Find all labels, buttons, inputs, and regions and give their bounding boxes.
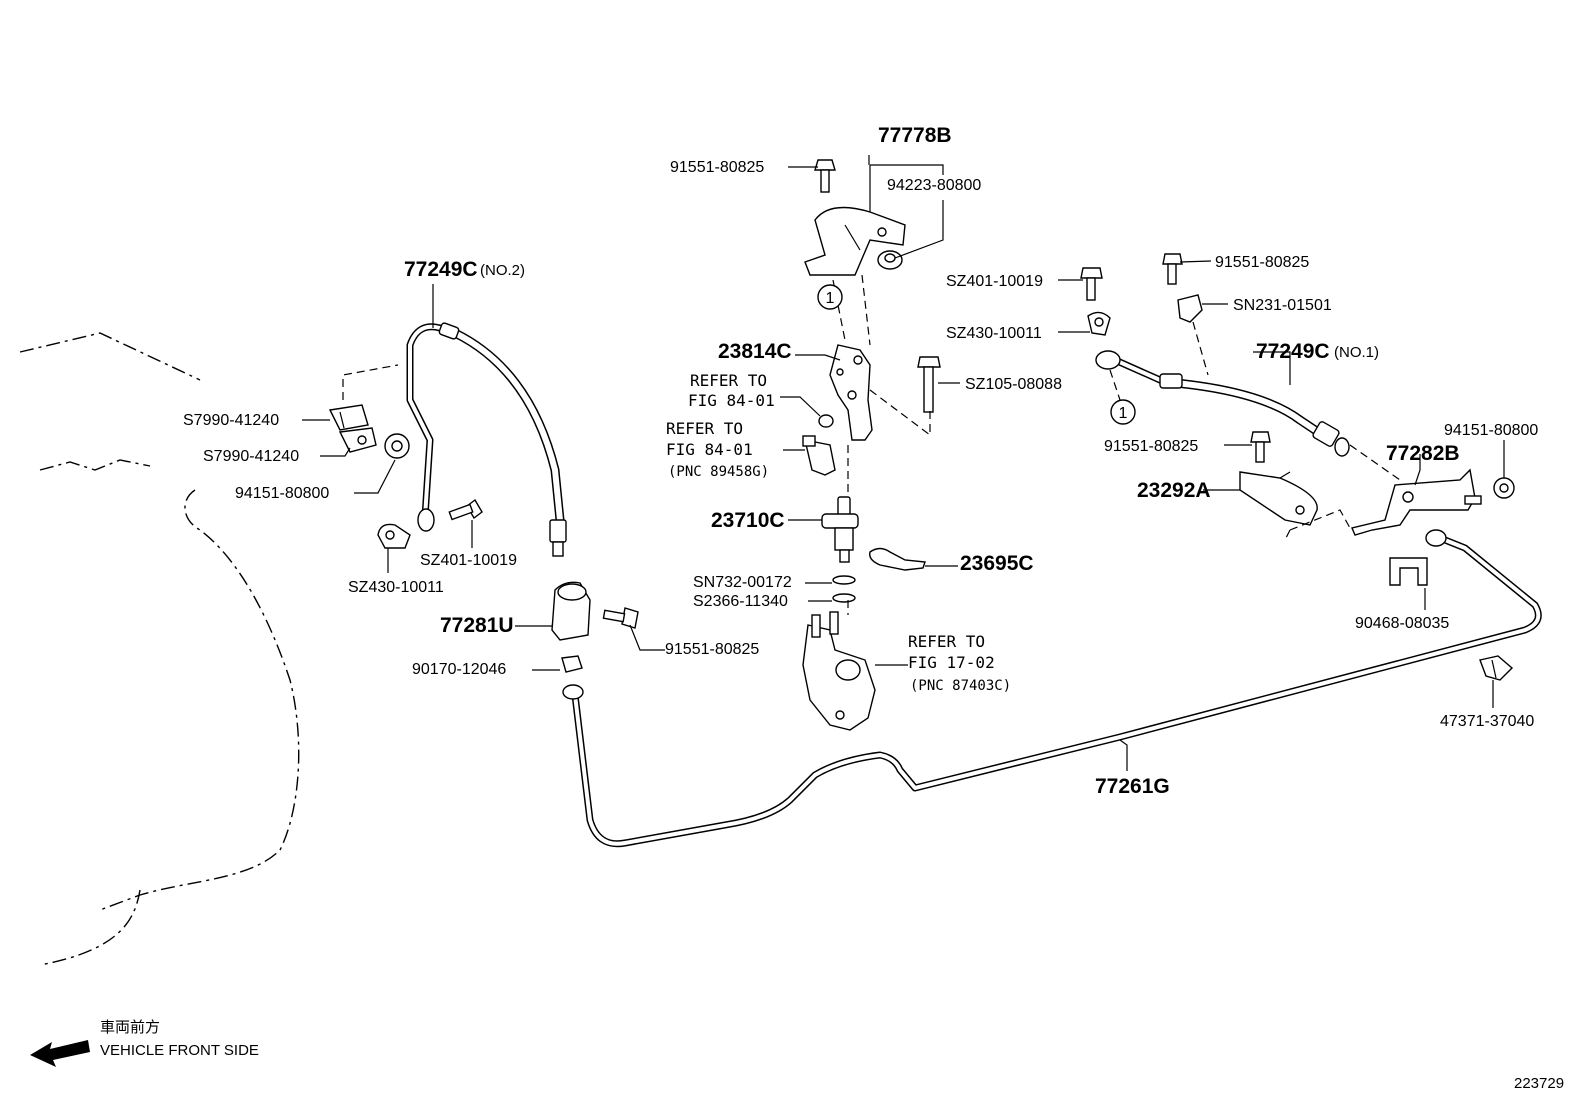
label-77778B: 77778B	[878, 124, 952, 147]
nut-94223-icon	[877, 250, 903, 270]
label-SZ401-left: SZ401-10019	[420, 552, 517, 569]
bolt-SZ105-icon	[917, 356, 941, 413]
svg-text:1: 1	[1119, 405, 1128, 422]
bolt-91551-mid-icon	[602, 607, 639, 629]
label-23695C: 23695C	[960, 552, 1034, 575]
label-23814C: 23814C	[718, 340, 792, 363]
label-77249C-no2: 77249C	[404, 258, 478, 281]
label-ref2-line2: FIG 84-01	[666, 440, 753, 459]
label-47371: 47371-37040	[1440, 713, 1534, 730]
nut-94151-left-icon	[384, 433, 410, 459]
label-SZ401-right: SZ401-10019	[946, 273, 1043, 290]
washer-SZ430-right-icon	[1087, 311, 1111, 336]
label-90170: 90170-12046	[412, 661, 506, 678]
direction-label-en: VEHICLE FRONT SIDE	[100, 1042, 259, 1059]
valve-23710C[interactable]	[821, 496, 859, 563]
label-ref2-pnc: (PNC 89458G)	[668, 464, 769, 480]
clamp-S7990-lower-icon	[338, 427, 377, 453]
label-23710C: 23710C	[711, 509, 785, 532]
label-94151-left: 94151-80800	[235, 485, 329, 502]
direction-label-jp: 車両前方	[100, 1019, 160, 1036]
label-SZ105: SZ105-08088	[965, 376, 1062, 393]
label-ref2-line1: REFER TO	[666, 419, 743, 438]
vehicle-body-outline	[19, 332, 300, 966]
label-SN231: SN231-01501	[1233, 297, 1332, 314]
tube-flare-nut-right	[1425, 529, 1447, 547]
vehicle-front-arrow-icon	[30, 1040, 90, 1067]
svg-text:1: 1	[826, 290, 835, 307]
label-94223: 94223-80800	[887, 177, 981, 194]
nut-90170-icon	[561, 655, 583, 673]
flexible-hose-77249C-no2[interactable]	[406, 322, 567, 557]
nut-94151-right-icon	[1493, 477, 1515, 499]
label-90468: 90468-08035	[1355, 615, 1449, 632]
grommet-icon	[818, 414, 834, 428]
label-no2: (NO.2)	[480, 262, 525, 279]
label-91551-mid: 91551-80825	[665, 641, 759, 658]
label-SZ430-right: SZ430-10011	[946, 325, 1042, 342]
label-91551-topright: 91551-80825	[1215, 254, 1309, 271]
label-S7990-b: S7990-41240	[203, 448, 299, 465]
label-77249C-no1: 77249C	[1256, 340, 1330, 363]
callout-circle-b: 1	[1110, 399, 1136, 425]
bolt-91551-top-icon	[814, 159, 836, 193]
leader-lines	[302, 155, 1505, 771]
label-94151-right: 94151-80800	[1444, 422, 1538, 439]
bracket-23814C[interactable]	[829, 344, 873, 441]
clamp-S7990-upper-icon	[328, 404, 369, 431]
washer-SZ430-left-icon	[377, 523, 411, 549]
label-no1: (NO.1)	[1334, 344, 1379, 361]
label-S7990-a: S7990-41240	[183, 412, 279, 429]
bolt-91551-topright-icon	[1162, 253, 1183, 285]
assembly-guide-lines	[342, 274, 1401, 615]
label-ref1-line2: FIG 84-01	[688, 391, 775, 410]
label-ref1-line1: REFER TO	[690, 371, 767, 390]
figure-id: 223729	[1514, 1075, 1564, 1092]
flexible-hose-77249C-no1[interactable]	[1095, 350, 1350, 457]
sensor-89458G-icon	[802, 435, 836, 476]
bolt-91551-right-icon	[1250, 431, 1271, 463]
bracket-77282B[interactable]	[1351, 468, 1482, 536]
clip-90468-icon	[1389, 557, 1428, 586]
label-91551-right: 91551-80825	[1104, 438, 1198, 455]
label-77261G: 77261G	[1095, 775, 1170, 798]
label-SN732: SN732-00172	[693, 574, 792, 591]
master-cylinder-87403C[interactable]	[802, 611, 876, 731]
brake-tube-77261G[interactable]	[562, 529, 1542, 848]
bolt-SZ401-right-icon	[1080, 267, 1103, 301]
oring-S2366-icon	[832, 593, 856, 603]
callout-circle-a: 1	[817, 284, 843, 310]
label-23292A: 23292A	[1137, 479, 1211, 502]
tube-flare-nut-left	[562, 684, 584, 700]
label-77282B: 77282B	[1386, 442, 1460, 465]
label-S2366: S2366-11340	[693, 593, 788, 610]
block-77281U[interactable]	[551, 581, 591, 641]
bolt-SZ401-left-icon	[448, 498, 483, 521]
label-91551-top: 91551-80825	[670, 159, 764, 176]
label-SZ430-left: SZ430-10011	[348, 579, 444, 596]
label-77281U: 77281U	[440, 614, 514, 637]
label-ref3-line2: FIG 17-02	[908, 653, 995, 672]
plate-23292A[interactable]	[1239, 471, 1318, 526]
label-ref3-line1: REFER TO	[908, 632, 985, 651]
oring-SN732-icon	[832, 575, 856, 585]
clip-SN231-icon	[1177, 294, 1203, 323]
clip-23695C[interactable]	[869, 547, 926, 571]
label-ref3-pnc: (PNC 87403C)	[910, 678, 1011, 694]
clamp-47371-icon	[1479, 655, 1514, 681]
